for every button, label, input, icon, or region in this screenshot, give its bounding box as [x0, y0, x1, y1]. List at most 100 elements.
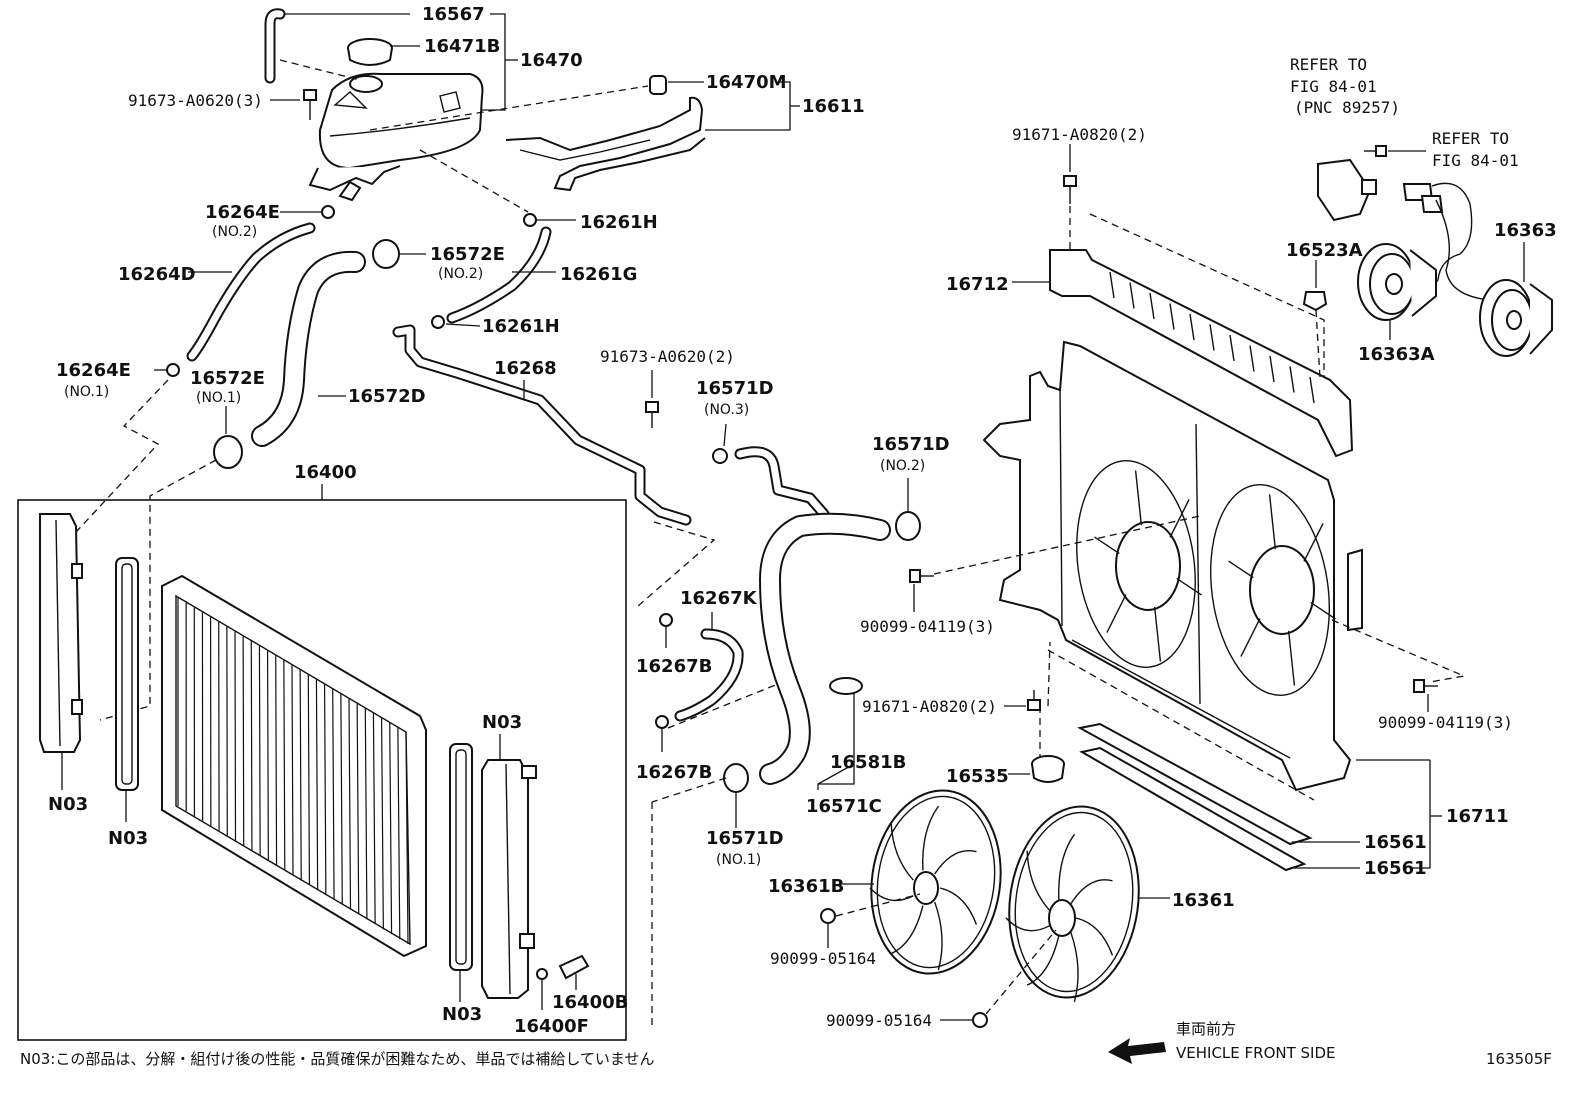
label-16261g: 16261G: [560, 264, 637, 285]
footer-note: N03:この部品は、分解・組付け後の性能・品質確保が困難なため、単品では補給して…: [20, 1050, 654, 1068]
label-16470: 16470: [520, 50, 583, 71]
label-16267k: 16267K: [680, 588, 758, 609]
hoses-center-group: [651, 423, 921, 1030]
label-91671-top: 91671-A0820(2): [1012, 125, 1147, 144]
label-n03-right-gasket: N03: [442, 1004, 482, 1025]
clamp-16261h-top-icon: [523, 213, 537, 227]
radiator-right-tank: [481, 759, 529, 999]
radiator-left-tank: [39, 513, 82, 753]
clamp-16571d-no1-icon: [723, 763, 749, 793]
shroud-bracket-16712: [1049, 249, 1354, 458]
bracket-ribs: [1109, 271, 1315, 404]
bolt-90099-right-icon: [1413, 679, 1438, 693]
shroud-spokes: [1094, 470, 1336, 686]
label-16572e-no2: 16572E: [430, 244, 505, 265]
fan-motor-group: [1302, 145, 1553, 379]
drain-plug-16400b-icon: [558, 954, 590, 980]
clip-16523a-icon: [1302, 291, 1328, 312]
oring-16400f-icon: [536, 968, 548, 980]
reservoir-tank: [318, 72, 484, 170]
reservoir-tank-group: [264, 8, 518, 202]
label-91673-a: 91673-A0620(3): [128, 91, 263, 110]
label-16470m: 16470M: [706, 72, 787, 93]
shroud-opening-right: [1210, 484, 1330, 696]
screw-refer-icon: [1364, 145, 1387, 157]
label-16264e-no2-sub: (NO.2): [212, 224, 257, 240]
label-90099-05164-upper: 90099-05164: [770, 949, 876, 968]
bracket-16611: [505, 96, 706, 192]
label-16267b-top: 16267B: [636, 656, 712, 677]
seal-16561-upper: [1077, 722, 1313, 846]
clamp-16571d-no3-icon: [712, 448, 728, 464]
gasket-right: [449, 743, 473, 971]
label-90099-04119-left: 90099-04119(3): [860, 617, 995, 636]
bolt-91671-top-icon: [1063, 175, 1077, 204]
label-16567: 16567: [422, 4, 485, 25]
label-16571d-no1-sub: (NO.1): [716, 852, 761, 868]
radiator-fins: [177, 598, 409, 945]
label-16561-lower: 16561: [1364, 858, 1427, 879]
label-16400b: 16400B: [552, 992, 628, 1013]
bracket-16611-group: [369, 75, 800, 192]
refer-2-line2: FIG 84-01: [1432, 151, 1519, 170]
radiator-core: [161, 574, 427, 958]
label-90099-05164-lower: 90099-05164: [826, 1011, 932, 1030]
label-16400: 16400: [294, 462, 357, 483]
part-labels: 16567 16471B 16470 91673-A0620(3) 16470M…: [20, 4, 1557, 1068]
label-16572e-no1: 16572E: [190, 368, 265, 389]
label-16571d-no1: 16571D: [706, 828, 784, 849]
bolt-91671-bottom-icon: [1027, 690, 1041, 711]
nut-90099-upper-icon: [820, 908, 836, 924]
label-16363a: 16363A: [1358, 344, 1435, 365]
fan-motor-16363a: [1357, 243, 1437, 321]
clamp-16261h-bottom-icon: [431, 315, 445, 329]
front-label-jp: 車両前方: [1176, 1020, 1236, 1038]
bolt-90099-left-icon: [909, 569, 934, 583]
label-n03-right-tank: N03: [482, 712, 522, 733]
label-16581b: 16581B: [830, 752, 906, 773]
label-16264e-no1: 16264E: [56, 360, 131, 381]
fan-16361: [1005, 805, 1140, 1003]
label-n03-left-gasket: N03: [108, 828, 148, 849]
gasket-left: [115, 557, 139, 791]
label-16712: 16712: [946, 274, 1009, 295]
grommet-16470m-icon: [649, 75, 667, 95]
front-label-en: VEHICLE FRONT SIDE: [1176, 1044, 1336, 1062]
hoses-left-group: [154, 149, 692, 526]
refer-1-line3: (PNC 89257): [1294, 98, 1400, 117]
label-16535: 16535: [946, 766, 1009, 787]
refer-2-line1: REFER TO: [1432, 129, 1509, 148]
label-16571d-no3: 16571D: [696, 378, 774, 399]
clamp-16571d-no2-icon: [895, 511, 921, 541]
label-16361b: 16361B: [768, 876, 844, 897]
label-16261h-bottom: 16261H: [482, 316, 560, 337]
figure-id: 163505F: [1486, 1050, 1552, 1068]
label-16572e-no1-sub: (NO.1): [196, 390, 241, 406]
label-16523a: 16523A: [1286, 240, 1363, 261]
clamp-16264e-no1-icon: [166, 363, 180, 377]
bolt-91673-top-icon: [303, 89, 317, 120]
shroud-opening-left: [1076, 459, 1196, 669]
label-n03-left-tank: N03: [48, 794, 88, 815]
label-16571d-no3-sub: (NO.3): [704, 402, 749, 418]
label-91673-b: 91673-A0620(2): [600, 347, 735, 366]
label-16561-upper: 16561: [1364, 832, 1427, 853]
label-16264e-no2: 16264E: [205, 202, 280, 223]
clamp-16581b-icon: [829, 677, 863, 695]
label-16611: 16611: [802, 96, 865, 117]
fan-motor-16363: [1479, 279, 1553, 357]
clamp-16267b-top-icon: [659, 613, 673, 627]
refer-1-line1: REFER TO: [1290, 55, 1367, 74]
label-91671-bottom: 91671-A0820(2): [862, 697, 997, 716]
grommet-16535-icon: [1031, 755, 1065, 783]
label-16571d-no2-sub: (NO.2): [880, 458, 925, 474]
nut-90099-lower-icon: [972, 1012, 988, 1028]
label-16572e-no2-sub: (NO.2): [438, 266, 483, 282]
label-16361: 16361: [1172, 890, 1235, 911]
label-16363: 16363: [1494, 220, 1557, 241]
fan-resistor-icon: [1317, 158, 1372, 222]
clamp-16572e-no1-icon: [213, 435, 243, 469]
label-16572d: 16572D: [348, 386, 426, 407]
seal-16561-lower: [1079, 746, 1307, 872]
